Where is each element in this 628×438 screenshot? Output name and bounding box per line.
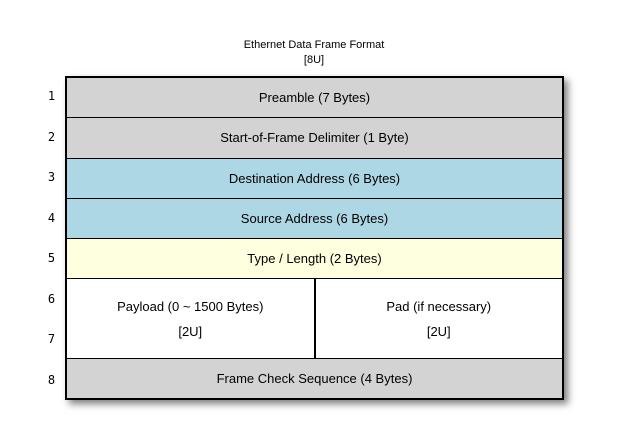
row-number-2: 2 <box>47 129 56 144</box>
row-preamble-label: Preamble (7 Bytes) <box>258 90 371 106</box>
row-sfd-label: Start-of-Frame Delimiter (1 Byte) <box>220 130 409 146</box>
cell-pad-label: Pad (if necessary) <box>386 298 492 314</box>
row-number-1: 1 <box>47 89 56 104</box>
cell-payload-label: Payload (0 ~ 1500 Bytes) <box>117 298 264 314</box>
diagram-title-block: Ethernet Data Frame Format [8U] <box>0 38 628 68</box>
row-payload-pad: Payload (0 ~ 1500 Bytes) [2U] Pad (if ne… <box>67 278 562 358</box>
cell-payload-units: [2U] <box>178 323 203 339</box>
row-destination-address: Destination Address (6 Bytes) <box>67 157 562 198</box>
row-frame-check-sequence: Frame Check Sequence (4 Bytes) <box>67 357 562 398</box>
row-type-length-label: Type / Length (2 Bytes) <box>247 251 382 267</box>
row-number-6: 6 <box>47 291 56 306</box>
row-start-of-frame-delimiter: Start-of-Frame Delimiter (1 Byte) <box>67 117 562 158</box>
row-source-label: Source Address (6 Bytes) <box>240 210 389 226</box>
row-preamble: Preamble (7 Bytes) <box>67 78 562 118</box>
row-number-3: 3 <box>47 170 56 185</box>
row-type-length: Type / Length (2 Bytes) <box>67 238 562 279</box>
cell-pad: Pad (if necessary) [2U] <box>313 279 563 358</box>
row-number-column: 1 2 3 4 5 6 7 8 <box>38 76 65 400</box>
frame-area: 1 2 3 4 5 6 7 8 Preamble (7 Bytes) Start… <box>38 76 564 400</box>
diagram-title: Ethernet Data Frame Format <box>243 39 385 51</box>
row-number-7: 7 <box>47 332 56 347</box>
cell-payload: Payload (0 ~ 1500 Bytes) [2U] <box>67 279 314 358</box>
row-number-4: 4 <box>47 210 56 225</box>
row-number-5: 5 <box>47 251 56 266</box>
row-destination-label: Destination Address (6 Bytes) <box>228 170 401 186</box>
frame-table: Preamble (7 Bytes) Start-of-Frame Delimi… <box>65 76 564 400</box>
diagram-title-units: [8U] <box>303 54 325 66</box>
row-source-address: Source Address (6 Bytes) <box>67 197 562 238</box>
cell-pad-units: [2U] <box>426 323 451 339</box>
row-number-8: 8 <box>47 372 56 387</box>
row-fcs-label: Frame Check Sequence (4 Bytes) <box>216 370 413 386</box>
